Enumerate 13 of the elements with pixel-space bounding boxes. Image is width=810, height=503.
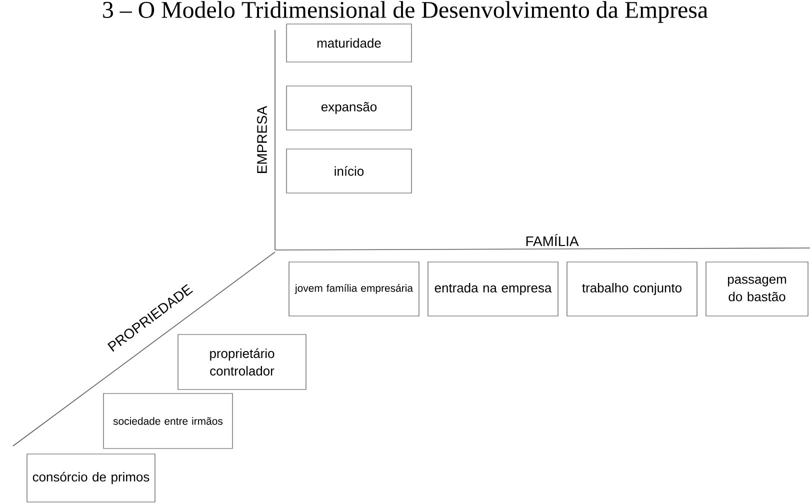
- stage-box: consórcio de primos: [26, 454, 156, 502]
- axis-label: EMPRESA: [257, 106, 267, 173]
- stage-box: sociedade entre irmãos: [103, 393, 233, 449]
- stage-box: início: [286, 148, 412, 194]
- stage-box: maturidade: [286, 24, 412, 62]
- stage-box: entrada na empresa: [428, 262, 558, 316]
- stage-box: expansão: [286, 86, 412, 130]
- axis-label: FAMÍLIA: [526, 234, 579, 246]
- title: 3 – O Modelo Tridimensional de Desenvolvimento da Empresa: [103, 1, 708, 23]
- stage-box: trabalho conjunto: [566, 262, 698, 316]
- stage-box: jovem família empresária: [288, 262, 420, 316]
- stage-box: passagem do bastão: [706, 262, 808, 316]
- stage-box: proprietário controlador: [178, 334, 306, 390]
